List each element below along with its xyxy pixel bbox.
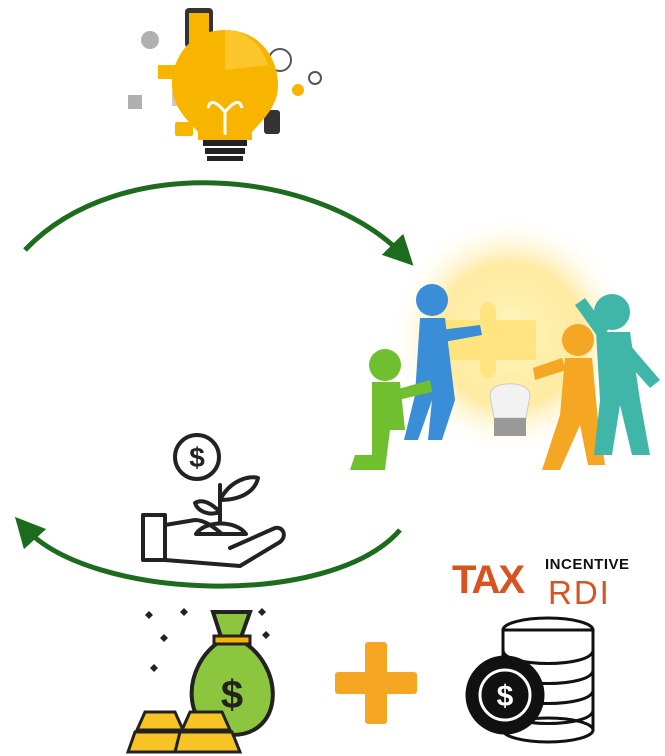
cycle-arrow-bottom: [14, 516, 402, 589]
money-bag-gold-icon: $: [125, 608, 275, 754]
svg-text:$: $: [221, 673, 243, 717]
hand-money-plant-icon: $: [141, 433, 286, 568]
lightbulb-ideas-icon: [128, 8, 322, 161]
logo-brand-right: RDI: [548, 574, 611, 611]
svg-text:$: $: [189, 442, 205, 473]
svg-text:$: $: [497, 680, 514, 713]
plus-icon: [335, 642, 417, 724]
logo-brand-left: TAX: [452, 558, 525, 602]
logo-incentive-text: INCENTIVE: [545, 556, 630, 573]
coin-stack-icon: $: [465, 616, 595, 744]
team-puzzle-icon: [350, 215, 660, 470]
cycle-arrow-top: [23, 180, 414, 266]
